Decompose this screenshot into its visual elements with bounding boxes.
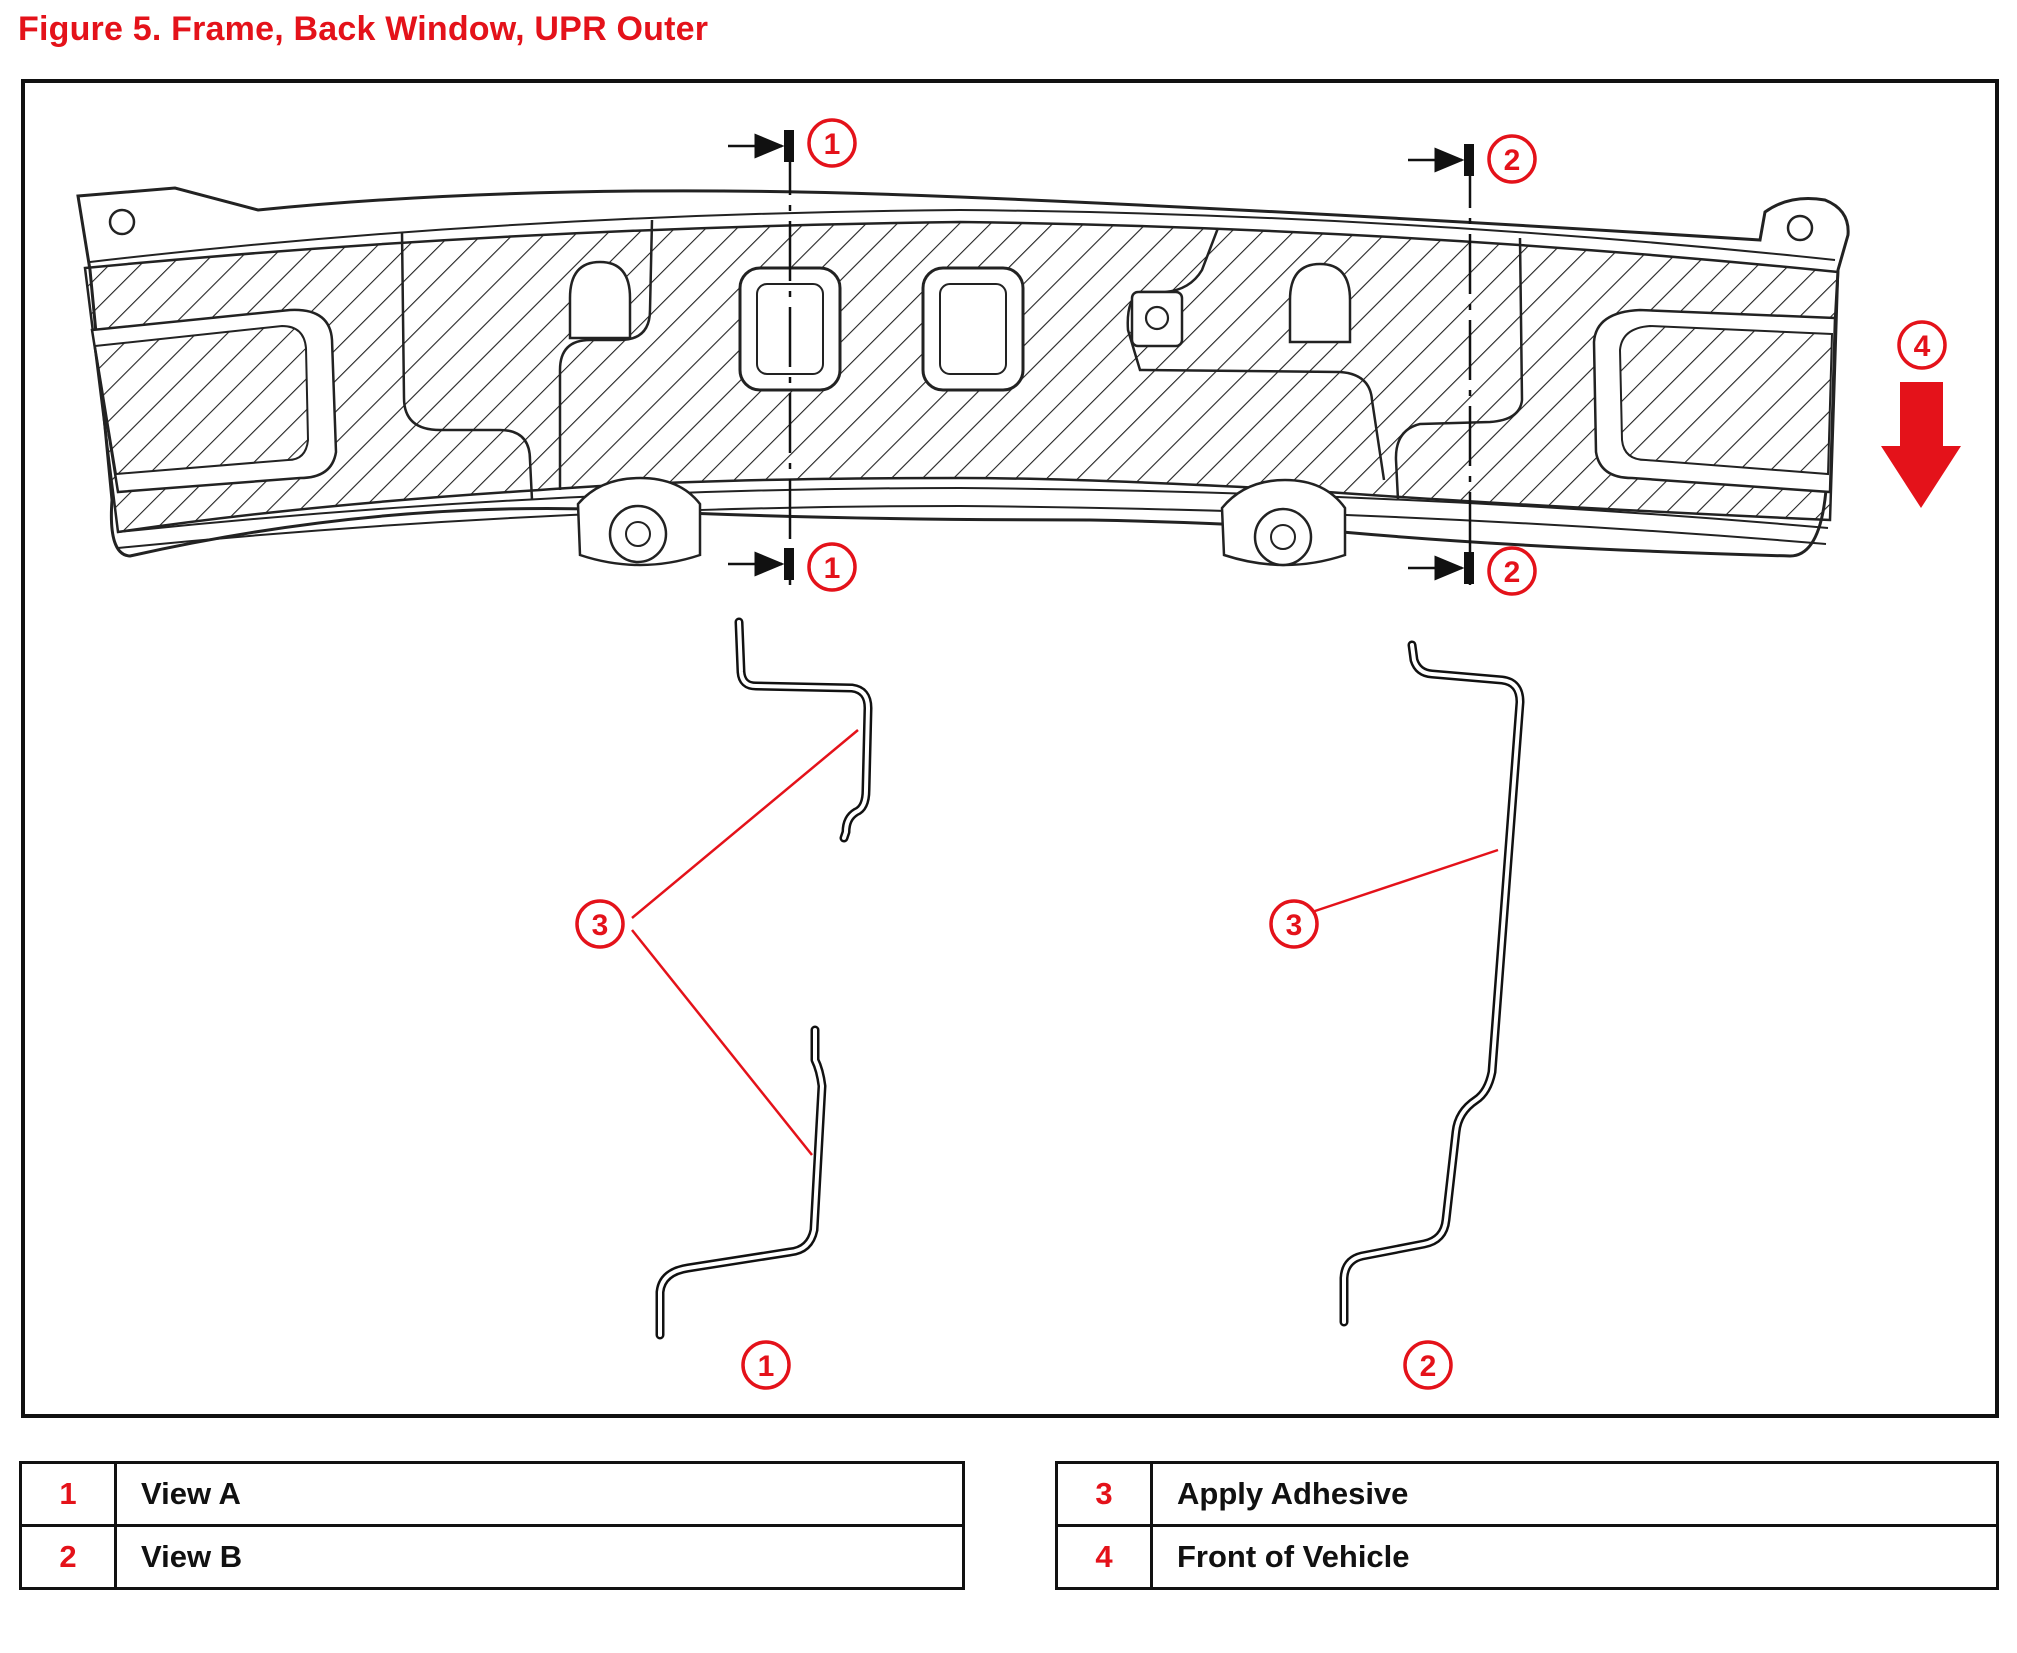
svg-text:3: 3: [592, 909, 609, 942]
view-b-section: [1339, 640, 1525, 1327]
callout-3-view-a: 3: [575, 899, 625, 949]
section-line-b: [1408, 144, 1474, 585]
callout-2-view-label: 2: [1403, 1340, 1453, 1390]
legend-table-left: 1 View A 2 View B: [19, 1461, 965, 1590]
legend-number: 1: [19, 1461, 117, 1527]
adhesive-leaders: [631, 729, 1499, 1156]
legend-number: 3: [1055, 1461, 1153, 1527]
callout-1-top: 1: [807, 118, 857, 168]
callout-4: 4: [1897, 320, 1947, 370]
legend-row: 3 Apply Adhesive: [1055, 1461, 1999, 1527]
figure-title: Figure 5. Frame, Back Window, UPR Outer: [18, 10, 709, 48]
callout-2-bottom: 2: [1487, 546, 1537, 596]
legend-row: 2 View B: [19, 1524, 965, 1590]
svg-text:2: 2: [1504, 144, 1521, 177]
legend-label: View B: [114, 1524, 965, 1590]
section-line-a: [728, 130, 794, 585]
svg-text:1: 1: [824, 552, 841, 585]
svg-text:2: 2: [1420, 1350, 1437, 1383]
front-of-vehicle-arrow: [1881, 382, 1961, 508]
svg-text:1: 1: [824, 128, 841, 161]
callout-2-top: 2: [1487, 134, 1537, 184]
frame-part: [76, 186, 1850, 567]
callout-1-bottom: 1: [807, 542, 857, 592]
svg-text:3: 3: [1286, 909, 1303, 942]
view-a-section-upper: [734, 617, 873, 843]
legend-row: 4 Front of Vehicle: [1055, 1524, 1999, 1590]
view-a-section-lower: [655, 1025, 827, 1340]
diagram-frame: [21, 79, 1999, 1418]
legend-row: 1 View A: [19, 1461, 965, 1527]
svg-text:1: 1: [758, 1350, 775, 1383]
callout-3-view-b: 3: [1269, 899, 1319, 949]
legend-label: Apply Adhesive: [1150, 1461, 1999, 1527]
legend-label: Front of Vehicle: [1150, 1524, 1999, 1590]
svg-text:4: 4: [1914, 330, 1931, 363]
legend-table-right: 3 Apply Adhesive 4 Front of Vehicle: [1055, 1461, 1999, 1590]
svg-text:2: 2: [1504, 556, 1521, 589]
legend-number: 2: [19, 1524, 117, 1590]
legend-label: View A: [114, 1461, 965, 1527]
callout-1-view-label: 1: [741, 1340, 791, 1390]
legend-number: 4: [1055, 1524, 1153, 1590]
